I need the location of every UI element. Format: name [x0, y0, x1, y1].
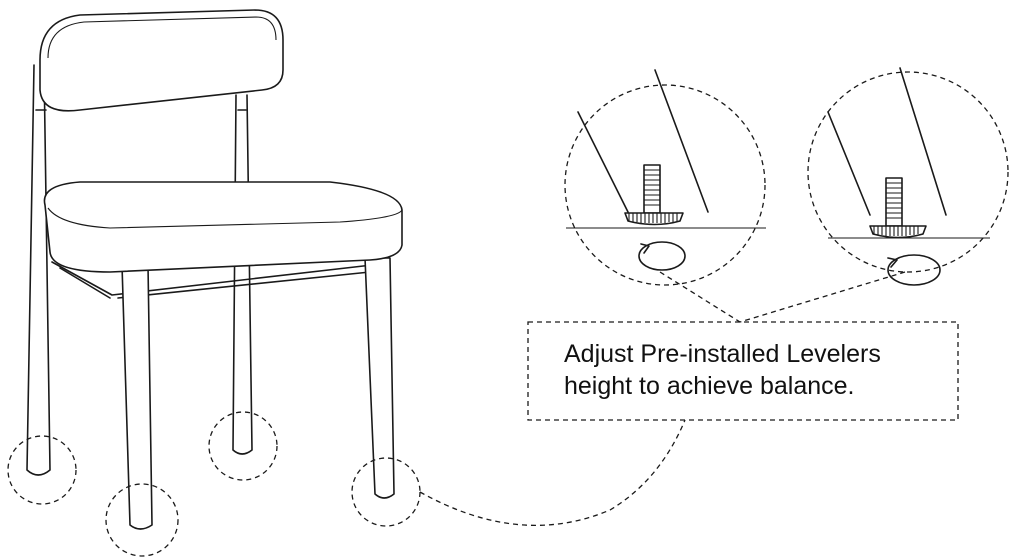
chair-backrest [39, 9, 284, 112]
chair-illustration [26, 9, 403, 530]
chair-front-left-leg [121, 264, 153, 530]
callout-box [527, 321, 959, 421]
chair-back-right-leg [232, 94, 253, 455]
foot-highlight-front-left [105, 483, 179, 557]
foot-highlight-back-left [7, 435, 77, 505]
leader-line-to-foot [419, 419, 686, 527]
leader-line-detail-left [659, 271, 741, 323]
leader-line-detail-right [739, 271, 906, 323]
chair-seat [43, 181, 403, 273]
foot-highlight-back-right [208, 411, 278, 481]
callout-line-2: height to achieve balance. [564, 372, 855, 400]
chair-back-left-leg [26, 64, 51, 476]
leveler-detail-right [807, 67, 1009, 286]
chair-front-right-leg [364, 257, 395, 499]
leveler-detail-left [564, 69, 766, 286]
callout-text: Adjust Pre-installed Levelers height to … [528, 322, 958, 420]
callout-line-1: Adjust Pre-installed Levelers [564, 340, 881, 368]
